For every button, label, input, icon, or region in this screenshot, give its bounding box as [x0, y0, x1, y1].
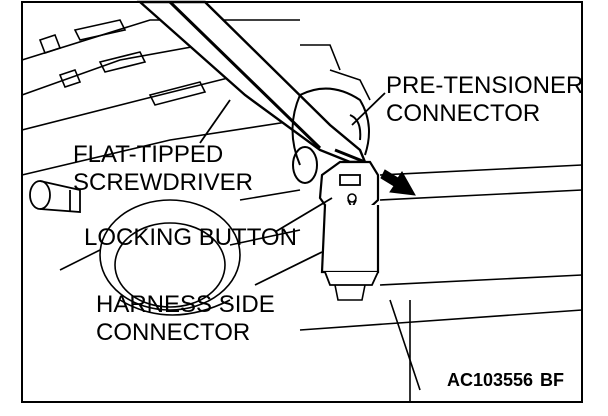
panel-edge-mid [21, 74, 241, 131]
panel-slot-2 [73, 19, 127, 41]
leader-lines [199, 92, 386, 286]
label-screwdriver-line2: SCREWDRIVER [73, 169, 253, 196]
pre-tensioner-connector [291, 87, 370, 184]
rail-5 [379, 274, 583, 286]
harness-connector-body [320, 204, 380, 301]
label-screwdriver-line1: FLAT-TIPPED [73, 141, 223, 168]
bracket-curve [329, 69, 371, 101]
figure-border [21, 1, 583, 403]
leader-harness [254, 251, 323, 286]
leader-screwdriver [199, 99, 231, 144]
label-pre-tensioner-line2: CONNECTOR [386, 100, 540, 127]
panel-edge-top [21, 19, 300, 61]
rail-1 [239, 189, 301, 201]
label-harness-line2: CONNECTOR [96, 319, 250, 346]
bracket-top [300, 44, 341, 71]
label-locking-button: LOCKING BUTTON [84, 224, 297, 251]
label-pre-tensioner-line1: PRE-TENSIONER [386, 72, 583, 99]
figure-code-suffix: BF [540, 370, 564, 390]
bolt-left [29, 180, 81, 213]
leader-locking-button [274, 197, 333, 233]
leader-pre-tensioner [351, 92, 386, 126]
panel-edge-lower [21, 119, 301, 176]
background-structure [21, 19, 583, 402]
figure-code: AC103556 [447, 370, 533, 390]
label-harness-line1: HARNESS SIDE [96, 291, 275, 318]
screwdriver [136, 0, 367, 164]
screwdriver-tip [334, 148, 366, 164]
panel-slot-3 [58, 69, 82, 88]
connector-head [318, 160, 380, 214]
screwdriver-ridge [168, 0, 322, 150]
rail-6 [299, 309, 583, 331]
pull-direction-arrow [380, 169, 416, 196]
panel-slot-1 [38, 33, 62, 55]
panel-slot-5 [148, 81, 207, 106]
retractor-drum [59, 199, 241, 316]
rail-3 [379, 164, 583, 176]
rail-2 [229, 229, 301, 246]
rail-4 [379, 189, 583, 201]
panel-slot-4 [98, 51, 147, 73]
post-edge [389, 299, 421, 391]
